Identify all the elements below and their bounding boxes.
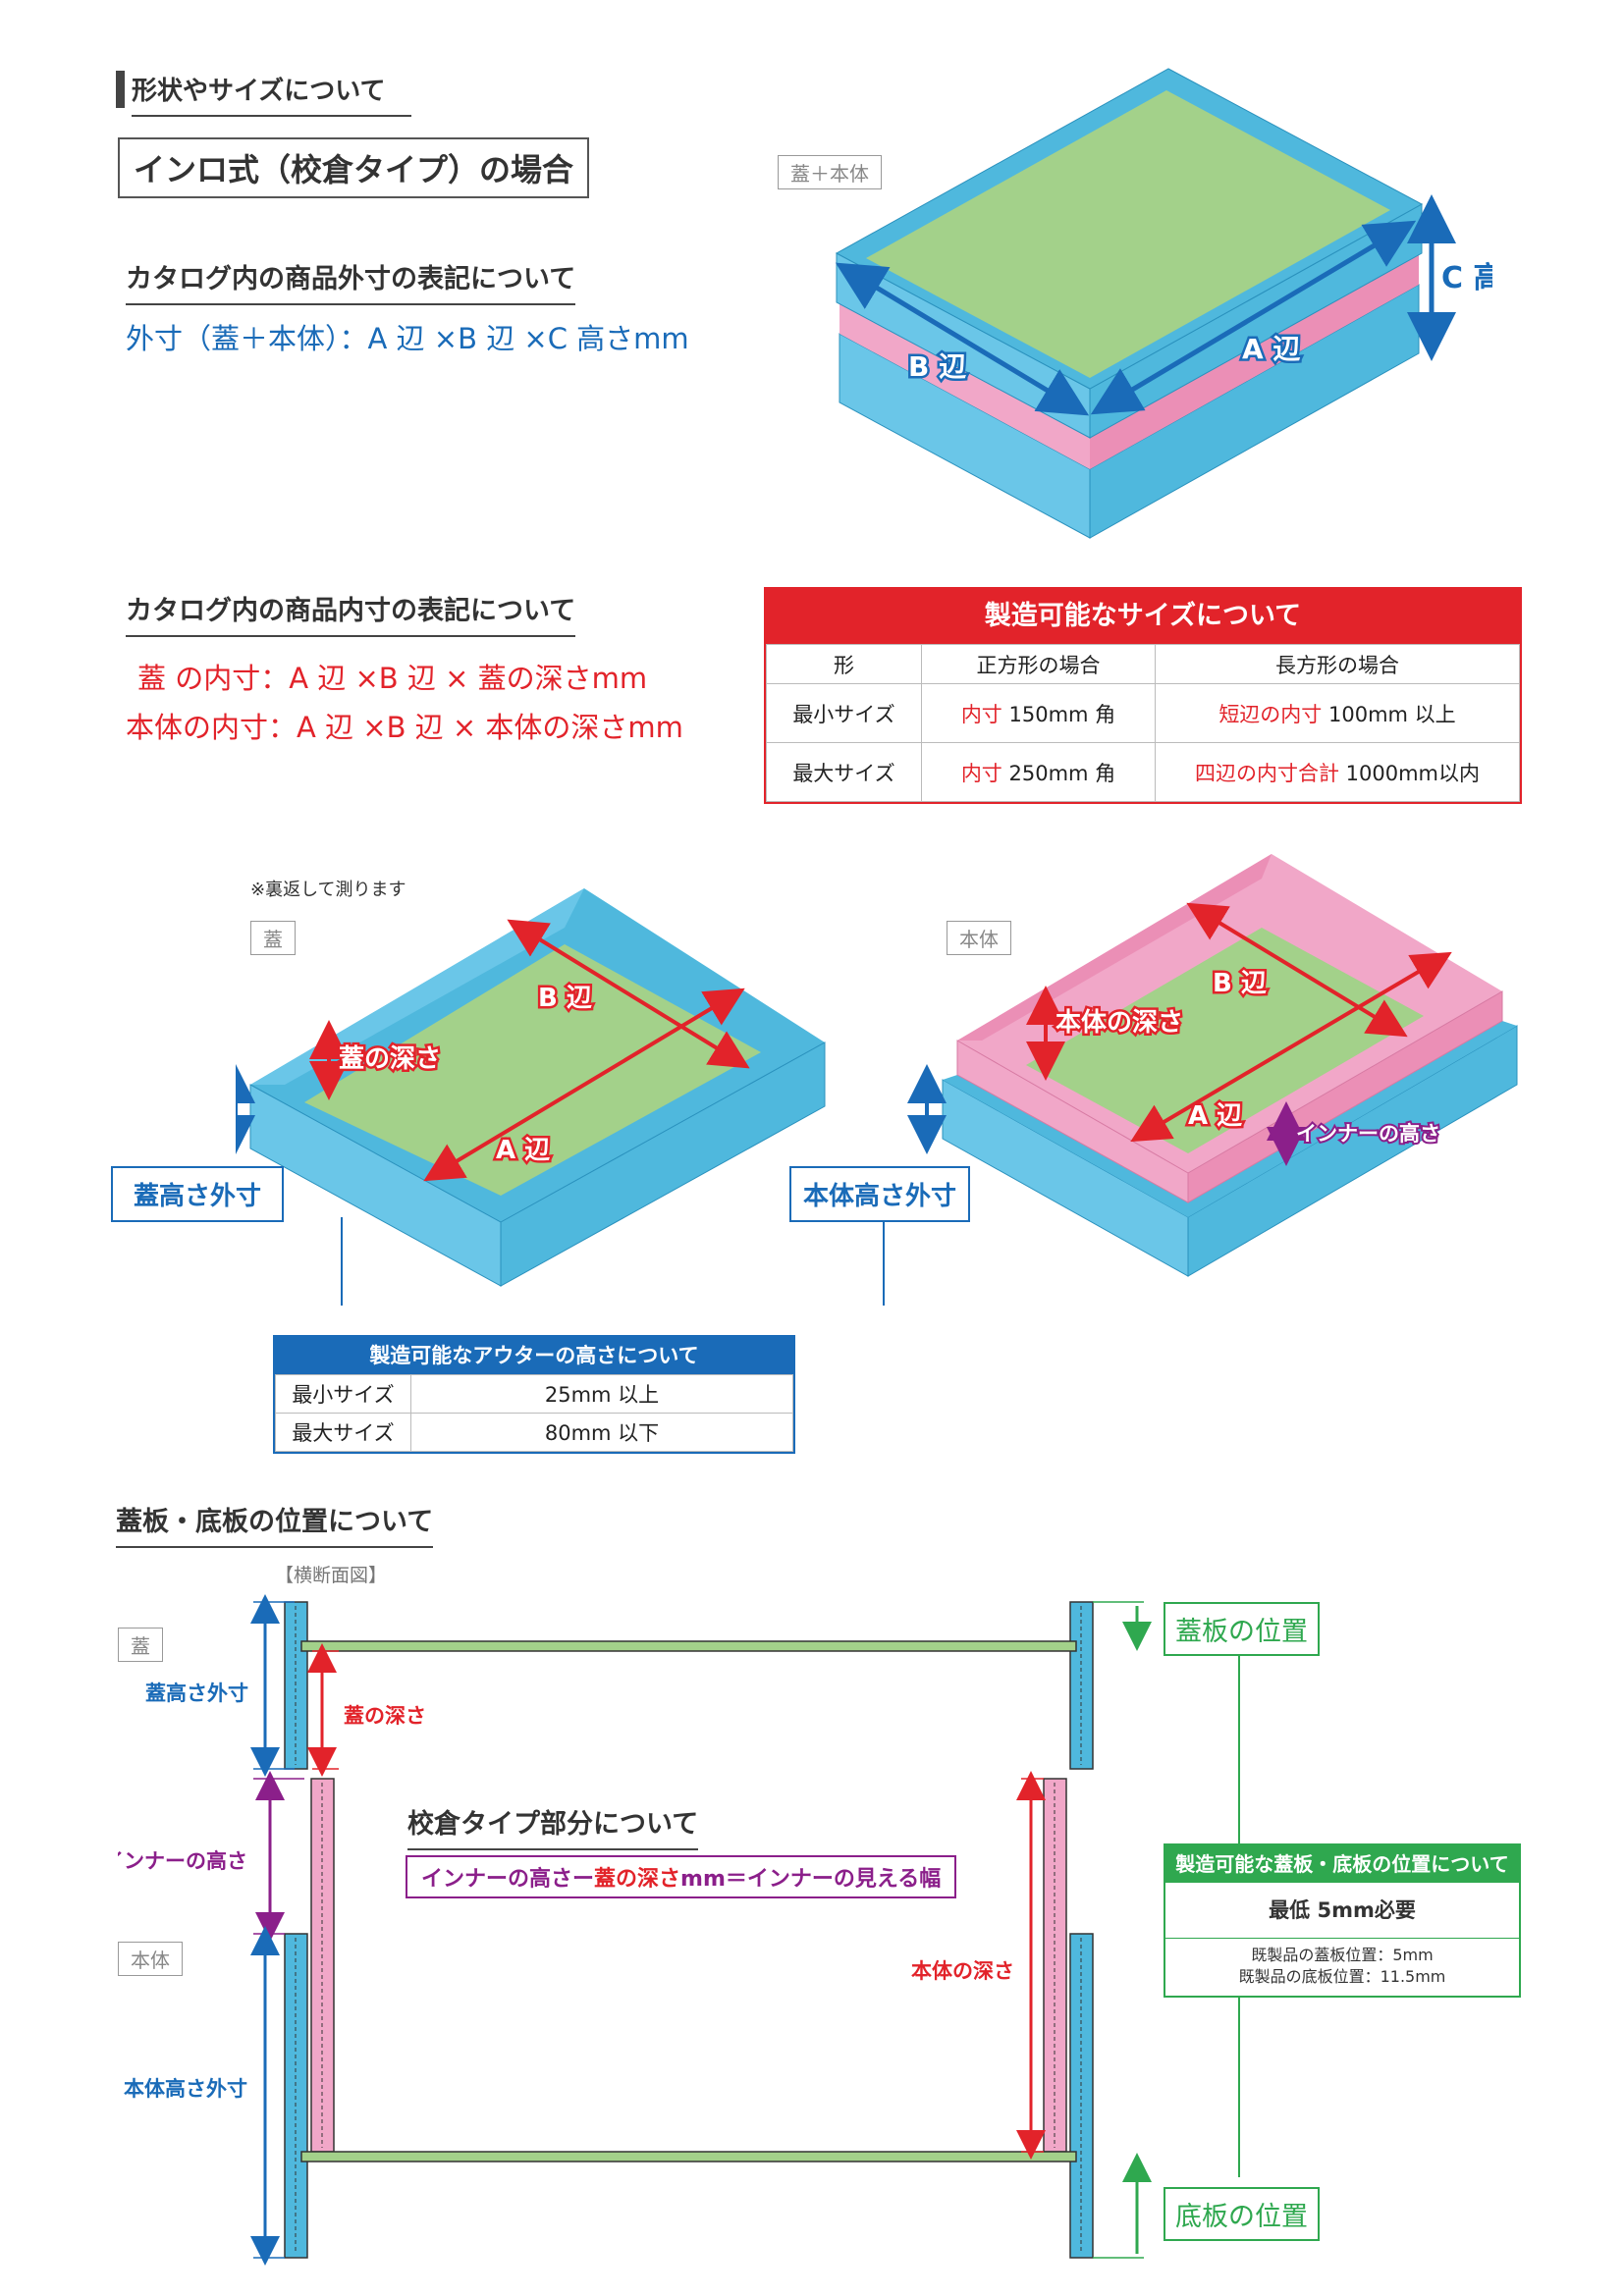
size-header-square: 正方形の場合 — [921, 644, 1156, 684]
size-row-min-rect: 短辺の内寸 100mm 以上 — [1155, 683, 1520, 743]
lid-a-arrow — [423, 988, 745, 1182]
bottom-board-position-label: 底板の位置 — [1164, 2187, 1320, 2241]
label-body-depth: 本体の深さ — [1056, 1008, 1183, 1038]
size-row-min-label: 最小サイズ — [766, 683, 922, 743]
board-position-bottom: 既製品の底板位置：11.5mm — [1238, 1967, 1446, 1986]
azekura-heading: 校倉タイプ部分について — [407, 1802, 699, 1850]
cs-label-lid-outer: 蓋高さ外寸 — [145, 1682, 248, 1705]
board-position-heading: 蓋板・底板の位置について — [116, 1500, 434, 1548]
label-c-height: C 高さ — [1441, 261, 1492, 295]
outer-height-table-title: 製造可能なアウターの高さについて — [275, 1337, 793, 1374]
size-row-max-rect: 四辺の内寸合計 1000mm以内 — [1155, 742, 1520, 802]
inner-dimension-heading: カタログ内の商品内寸の表記について — [126, 589, 576, 637]
outer-max-value: 80mm 以下 — [410, 1413, 793, 1452]
outer-dimension-formula: 外寸（蓋＋本体）：A 辺 ×B 辺 ×C 高さmm — [126, 322, 689, 355]
size-header-rect: 長方形の場合 — [1155, 644, 1520, 684]
label-inner-height: インナーの高さ — [1296, 1122, 1440, 1146]
arrow-a — [1090, 220, 1417, 415]
board-position-title: 製造可能な蓋板・底板の位置について — [1165, 1845, 1519, 1883]
cs-label-body-depth: 本体の深さ — [911, 1959, 1014, 1983]
formula-lid-depth: 蓋の深さ — [594, 1867, 681, 1892]
size-row-max-square: 内寸 250mm 角 — [921, 742, 1156, 802]
body-inner-formula: 本体の内寸：A 辺 ×B 辺 × 本体の深さmm — [126, 711, 683, 744]
cs-label-inner-height: インナーの高さ — [118, 1849, 247, 1873]
azekura-formula-box: インナーの高さー蓋の深さmm＝インナーの見える幅 — [406, 1855, 957, 1898]
body-outer-height-label: 本体高さ外寸 — [789, 1166, 970, 1222]
cs-label-lid-depth: 蓋の深さ — [344, 1704, 426, 1728]
label-lid-b: B 辺 — [538, 984, 592, 1013]
size-row-min-square: 内寸 150mm 角 — [921, 683, 1156, 743]
cross-section-label: 【横断面図】 — [275, 1565, 388, 1586]
bottom-board — [300, 2151, 1077, 2163]
tag-lid-body: 蓋＋本体 — [778, 155, 882, 189]
open-boxes-illustration: 蓋の深さ B 辺 A 辺 本体の深さ B 辺 A 辺 インナーの高さ — [236, 854, 1518, 1306]
size-table-title: 製造可能なサイズについて — [766, 589, 1520, 644]
formula-result: mm＝インナーの見える幅 — [680, 1867, 942, 1892]
cs-tag-lid: 蓋 — [118, 1628, 163, 1662]
board-position-main: 最低 5mm必要 — [1165, 1883, 1519, 1939]
formula-inner-height: インナーの高さー — [421, 1867, 595, 1892]
outer-height-table: 製造可能なアウターの高さについて 最小サイズ 25mm 以上 最大サイズ 80m… — [273, 1335, 795, 1454]
outer-min-label: 最小サイズ — [275, 1374, 411, 1414]
board-position-box: 製造可能な蓋板・底板の位置について 最低 5mm必要 既製品の蓋板位置：5mm … — [1164, 1843, 1521, 1998]
lid-board-position-label: 蓋板の位置 — [1164, 1602, 1320, 1656]
tag-lid: 蓋 — [250, 921, 296, 955]
lid-inner-formula: 蓋 の内寸：A 辺 ×B 辺 × 蓋の深さmm — [137, 662, 648, 695]
cs-label-body-outer: 本体高さ外寸 — [124, 2077, 247, 2101]
outer-max-label: 最大サイズ — [275, 1413, 411, 1452]
inro-type-title: インロ式（校倉タイプ）の場合 — [134, 151, 574, 188]
lid-outer-height-label: 蓋高さ外寸 — [111, 1166, 284, 1222]
body-a-arrow — [1130, 951, 1452, 1143]
size-table: 製造可能なサイズについて 形 正方形の場合 長方形の場合 最小サイズ 内寸 15… — [764, 587, 1522, 804]
tag-body: 本体 — [947, 921, 1011, 955]
label-body-a: A 辺 — [1188, 1101, 1242, 1131]
board-position-lid: 既製品の蓋板位置：5mm — [1251, 1946, 1434, 1964]
size-header-shape: 形 — [766, 644, 922, 684]
label-lid-a: A 辺 — [496, 1136, 550, 1165]
label-body-b: B 辺 — [1213, 969, 1267, 998]
inro-type-title-box: インロ式（校倉タイプ）の場合 — [118, 137, 590, 198]
arrow-b — [835, 262, 1090, 416]
section-title-shape-size: 形状やサイズについて — [132, 71, 411, 117]
lid-board — [300, 1640, 1077, 1652]
label-a-side: A 辺 — [1242, 333, 1300, 365]
size-row-max-label: 最大サイズ — [766, 742, 922, 802]
cs-tag-body: 本体 — [118, 1942, 183, 1976]
connector-line — [341, 1217, 885, 1306]
label-b-side: B 辺 — [908, 350, 966, 383]
flip-note: ※裏返して測ります — [250, 880, 406, 900]
closed-box-illustration: B 辺 A 辺 C 高さ — [835, 68, 1492, 539]
section-bar — [116, 71, 125, 108]
outer-min-value: 25mm 以上 — [410, 1374, 793, 1414]
outer-dimension-heading: カタログ内の商品外寸の表記について — [126, 257, 576, 305]
label-lid-depth: 蓋の深さ — [339, 1044, 441, 1074]
